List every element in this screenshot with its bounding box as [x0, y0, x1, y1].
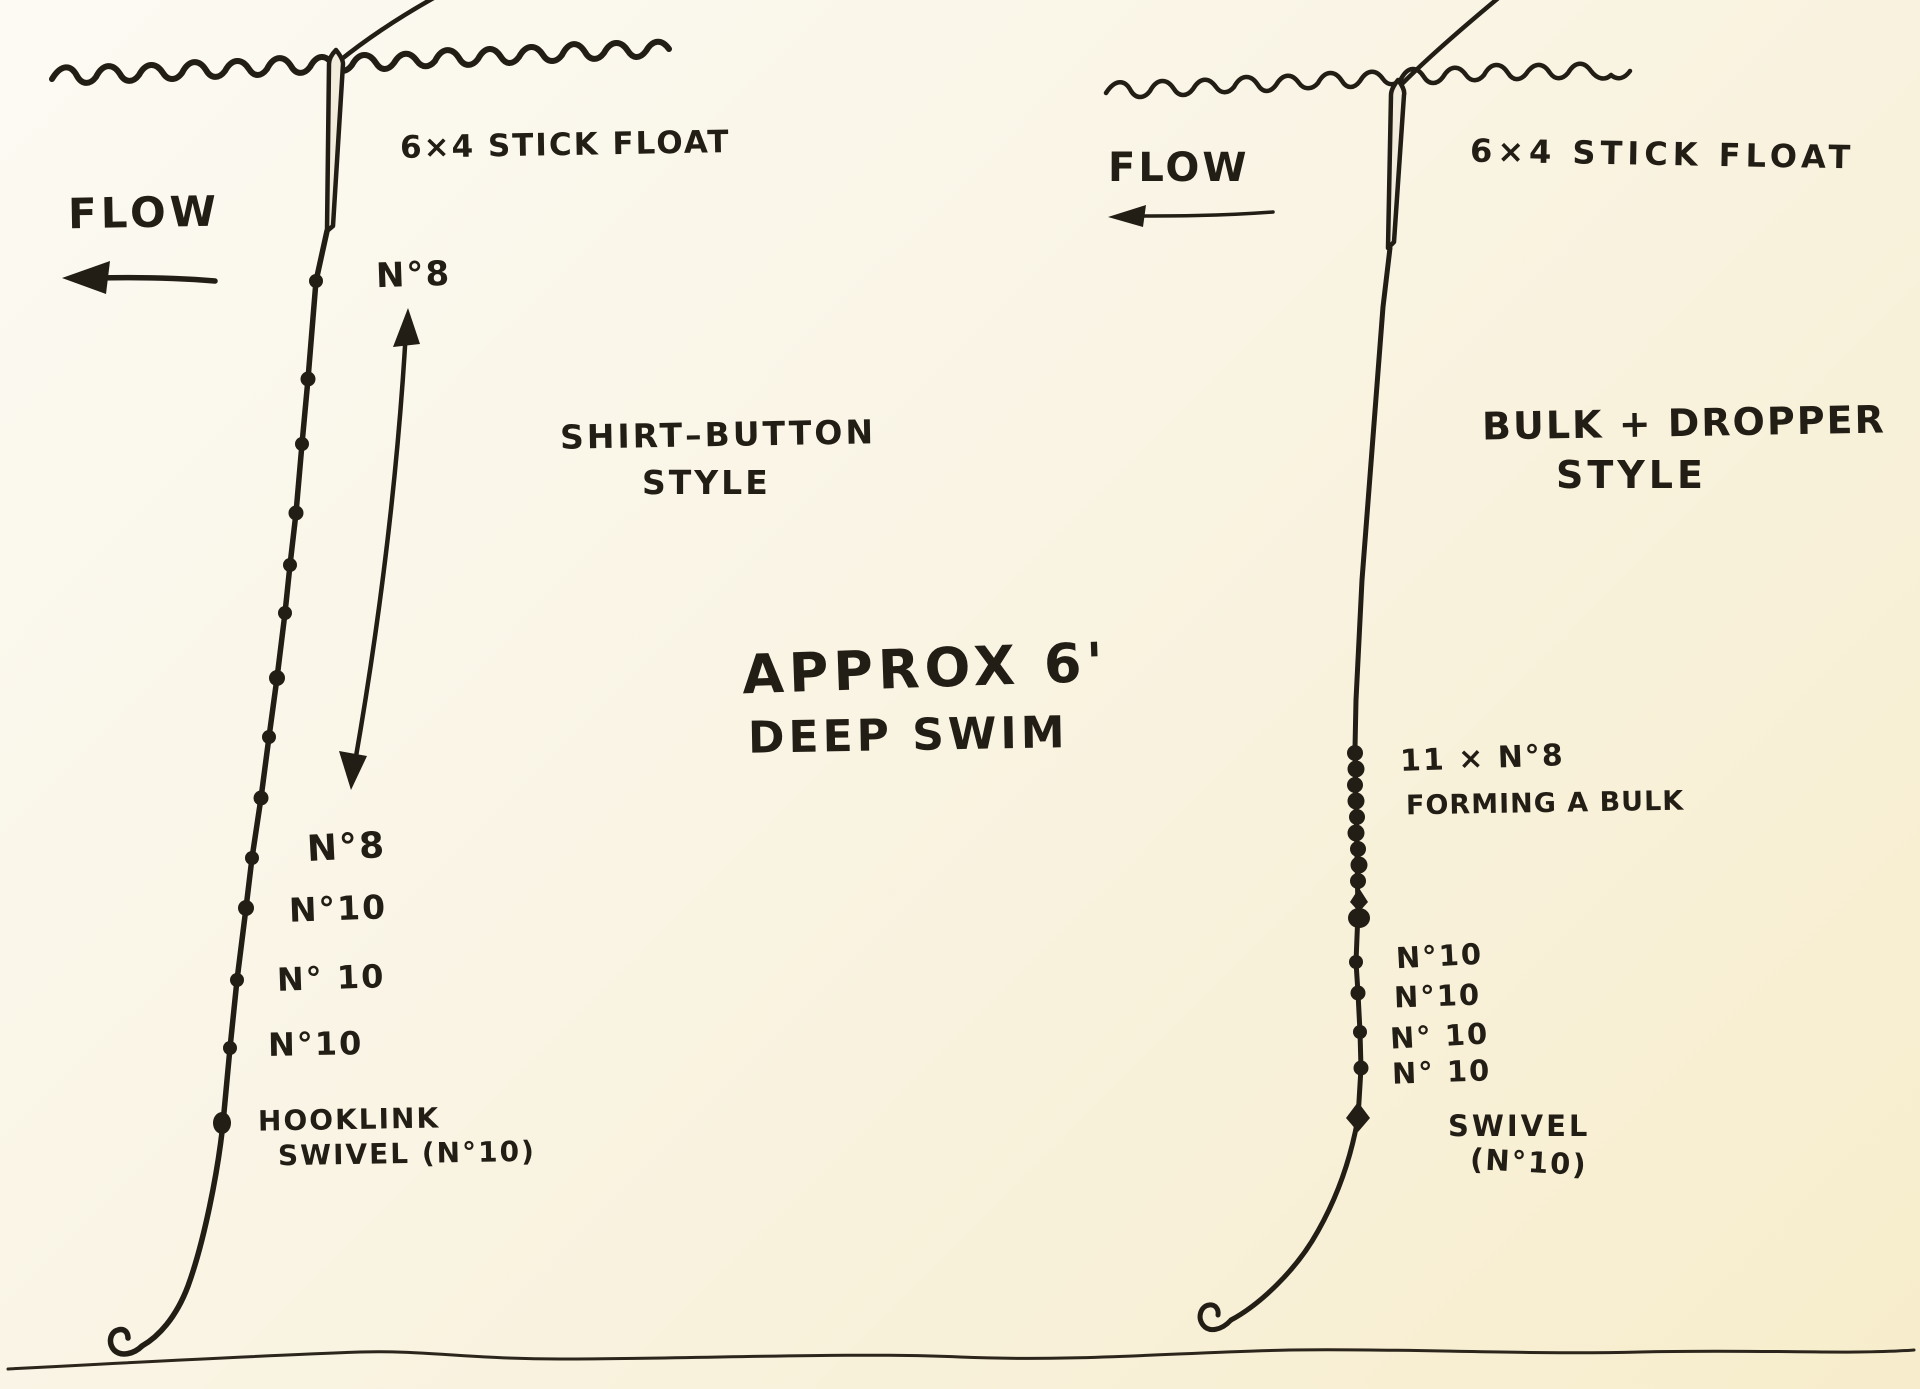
style-title-left-line1: SHIRT–BUTTON [559, 412, 877, 457]
shot-range-arrow-shaft [351, 327, 409, 771]
dropper-label-3: N° 10 [1391, 1053, 1492, 1091]
stick-float-left [324, 47, 346, 234]
swivel-label-line2: (N°10) [1469, 1141, 1589, 1183]
rod-line-right [1395, 0, 1500, 91]
flow-arrow-left-head [62, 261, 110, 294]
dropper-shots [1346, 955, 1370, 1132]
shot-range-arrow [339, 308, 420, 790]
bulk-shot [1347, 777, 1363, 793]
dropper-label-2: N° 10 [1389, 1016, 1491, 1056]
shot-label-left-1: N°10 [288, 887, 388, 930]
style-title-left-line2: STYLE [642, 463, 771, 502]
split-shot [269, 670, 285, 686]
river-bed-line [6, 1348, 1916, 1371]
bulk-label-line2: FORMING A BULK [1405, 785, 1685, 822]
bulk-shot [1350, 888, 1368, 912]
bulk-shot [1347, 745, 1363, 761]
water-surface-right [1103, 61, 1633, 100]
dropper-label-1: N°10 [1393, 977, 1482, 1015]
shot-label-left-3: N°10 [267, 1024, 364, 1064]
split-shot [253, 790, 269, 806]
split-shot [309, 274, 323, 288]
stick-float-right [1385, 77, 1407, 251]
bulk-shot [1350, 841, 1366, 857]
bulk-shot [1347, 824, 1365, 842]
bulk-shot [1350, 873, 1366, 889]
main-line-left [139, 228, 330, 1349]
float-label-right: 6×4 STICK FLOAT [1469, 131, 1856, 177]
main-line-right [1228, 245, 1393, 1323]
flow-arrow-left-shaft [93, 274, 218, 284]
flow-label-right: FLOW [1108, 145, 1250, 191]
water-surface-left [49, 38, 672, 86]
swivel-label-line1: SWIVEL [1448, 1109, 1591, 1143]
style-title-right-line2: STYLE [1556, 453, 1707, 497]
rod-line-left [335, 0, 435, 65]
arrow-down-head [339, 751, 367, 790]
split-shot [278, 606, 292, 620]
bulk-shot [1350, 856, 1368, 874]
bulk-label-line1: 11 × N°8 [1399, 738, 1566, 779]
bulk-shot [1347, 792, 1365, 810]
flow-arrow-right [1108, 205, 1275, 227]
top-shot-label: N°8 [375, 253, 452, 297]
swivel-shot-right [1346, 1102, 1370, 1132]
bulk-shot [1348, 908, 1370, 928]
bulk-shot [1347, 760, 1365, 778]
split-shot [262, 730, 276, 744]
hooklink-label-line1: HOOKLINK [257, 1101, 441, 1138]
split-shot [238, 900, 254, 916]
dropper-shot [1353, 1025, 1367, 1039]
split-shot [230, 973, 244, 987]
float-label-left: 6×4 STICK FLOAT [399, 124, 731, 166]
shot-label-left-0: N°8 [305, 824, 388, 871]
split-shot [245, 851, 259, 865]
split-shot [283, 558, 297, 572]
dropper-shot [1349, 955, 1363, 969]
split-shot [295, 437, 309, 451]
hook-right [1197, 1302, 1234, 1333]
hook-left [107, 1326, 145, 1357]
flow-arrow-left [62, 261, 218, 294]
hooklink-swivel-shot [213, 1112, 231, 1134]
bulk-shot [1349, 809, 1365, 825]
split-shot [288, 505, 304, 521]
flow-label-left: FLOW [67, 186, 221, 239]
dropper-shot [1353, 1060, 1369, 1076]
arrow-up-head [393, 308, 420, 347]
left-split-shots [213, 274, 323, 1134]
hooklink-label-line2: SWIVEL (N°10) [277, 1134, 537, 1173]
split-shot [223, 1041, 237, 1055]
flow-arrow-right-head [1108, 205, 1146, 227]
dropper-label-0: N°10 [1395, 936, 1484, 976]
style-title-right-line1: BULK + DROPPER [1481, 397, 1887, 449]
flow-arrow-right-shaft [1128, 210, 1275, 218]
split-shot [300, 371, 316, 387]
shot-label-left-2: N° 10 [276, 957, 387, 999]
dropper-shot [1350, 985, 1366, 1001]
depth-label-line2: DEEP SWIM [747, 707, 1070, 764]
bulk-shots [1347, 745, 1370, 928]
depth-label-line1: APPROX 6' [740, 630, 1110, 707]
